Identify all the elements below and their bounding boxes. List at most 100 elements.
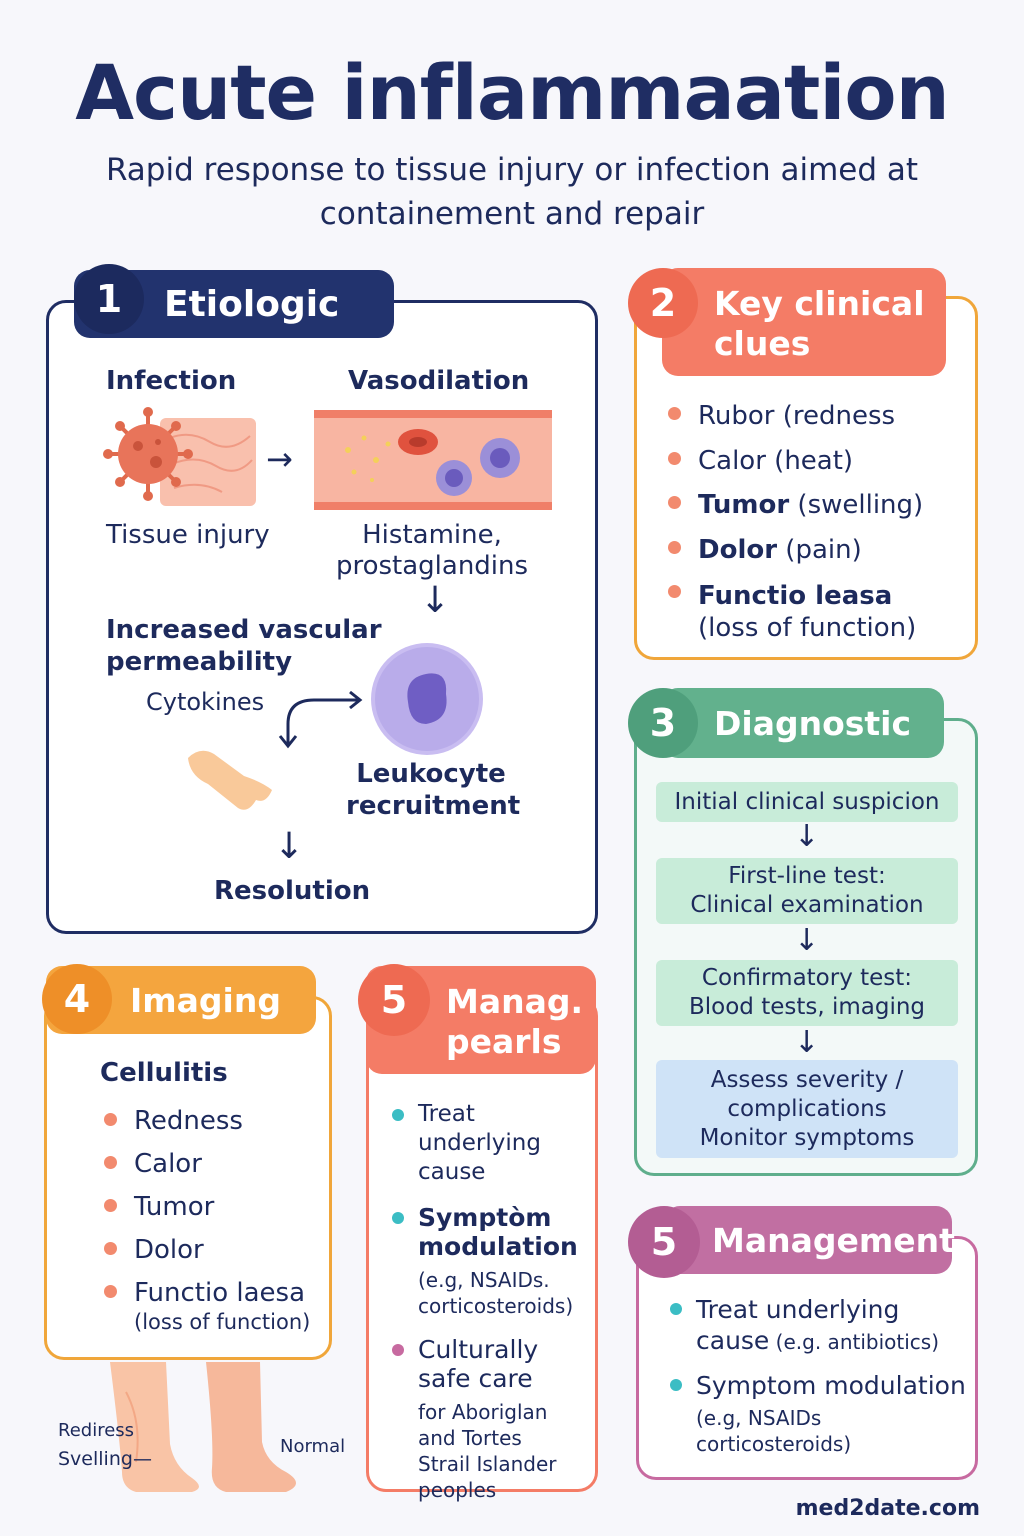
imaging-title: Imaging [130,980,281,1020]
infection-label: Infection [106,366,237,396]
clue-term: Dolor [698,534,778,565]
list-item: Dolor [102,1229,305,1272]
clinical-clues-title-line-1: Key clinical [714,284,925,323]
list-item: Symptom modulation (e.g, NSAIDs corticos… [666,1370,970,1457]
manag-pearls-list: Treat underlying cause Symptòm modulatio… [388,1100,594,1503]
pearl-detail: Strail Islander [418,1452,557,1476]
clue-detail: (swelling) [789,490,924,520]
step-text: First-line test: [728,863,886,889]
down-arrow-icon: ↓ [794,923,820,958]
diagnostic-step-2: First-line test: Clinical examination [656,858,958,924]
page-title: Acute inflammaation [75,48,950,137]
etiologic-card [46,300,598,934]
imaging-item: Redness [134,1106,243,1136]
list-item: Functio leasa (loss of function) [666,572,923,644]
list-item: Calor [102,1143,305,1186]
clinical-clues-title-line-2: clues [714,324,811,363]
imaging-number-badge: 4 [42,964,112,1034]
leg-label-normal: Normal [280,1436,346,1457]
permeability-line-1: Increased vascular [106,615,382,645]
list-item: Calor (heat) [666,439,923,484]
step-text: Clinical examination [690,892,924,918]
management-title: Management [712,1220,955,1260]
diagnostic-number-badge: 3 [628,688,698,758]
management-detail: (e.g, NSAIDs [696,1406,822,1430]
site-footer[interactable]: med2date.com [795,1496,980,1521]
clue-term: Tumor [698,490,790,520]
leg-label-swelling: Svelling— [58,1448,152,1470]
imaging-note: (loss of function) [134,1310,311,1334]
clue-term: Rubor (redness [698,401,896,431]
manag-pearls-number-badge: 5 [358,964,430,1036]
management-text: Treat underlying [696,1295,900,1324]
leader-line-icon: — [132,1448,152,1470]
pearl-detail: peoples [418,1478,497,1502]
diagnostic-step-1: Initial clinical suspicion [656,782,958,822]
diagnostic-step-4: Assess severity / complications Monitor … [656,1060,958,1158]
step-text: complications [727,1095,887,1122]
management-text: Symptom modulation [696,1371,966,1400]
tissue-fragment-illustration [188,750,272,810]
pearl-detail: corticosteroids) [418,1294,574,1318]
imaging-list: Redness Calor Tumor Dolor Functio laesa [102,1100,305,1315]
list-item: Culturally safe care for Aboriglan and T… [388,1335,594,1503]
page-subtitle: Rapid response to tissue injury or infec… [105,152,919,232]
down-arrow-icon: ↓ [274,826,305,867]
list-item: Treat underlying cause [388,1100,594,1187]
pearl-text: Symptòm [418,1203,552,1232]
imaging-item: Dolor [134,1235,204,1265]
resolution-label: Resolution [214,876,371,906]
permeability-line-2: permeability [106,647,293,677]
imaging-heading: Cellulitis [100,1058,228,1088]
leukocyte-line-2: recruitment [346,791,521,821]
pearl-detail: and Tortes [418,1426,522,1450]
pearl-text: safe care [418,1364,533,1393]
step-text: Confirmatory test: [701,965,913,991]
list-item: Symptòm modulation (e.g, NSAIDs. cortico… [388,1203,594,1319]
list-item: Redness [102,1100,305,1143]
leukocyte-label: Leukocyte recruitment [346,758,521,822]
diagnostic-header: Diagnostic [662,688,944,758]
list-item: Tumor (swelling) [666,483,923,528]
leukocyte-icon [371,643,483,755]
clinical-clues-number-badge: 2 [628,268,698,338]
management-text: cause [696,1326,770,1355]
vessel-illustration [314,410,552,510]
pearl-text: modulation [418,1232,578,1261]
step-text: Initial clinical suspicion [674,788,940,815]
tissue-injury-label: Tissue injury [106,520,270,550]
imaging-item: Calor [134,1149,202,1179]
red-blood-cell-icon [398,429,438,455]
vasodilation-label: Vasodilation [348,366,530,396]
virus-icon [103,407,193,501]
clue-detail: (loss of function) [698,613,917,643]
permeability-label: Increased vascular permeability [106,614,382,678]
clue-term: Calor (heat) [698,445,854,476]
right-arrow-icon: → [266,440,293,478]
step-text: Assess severity / [710,1066,904,1093]
management-card [636,1236,978,1480]
pearl-text: cause [418,1159,486,1185]
leg-label-swelling-text: Svelling [58,1448,133,1470]
manag-pearls-card [366,996,598,1492]
step-text: Blood tests, imaging [688,994,926,1020]
imaging-card [44,996,332,1360]
mediators-line-1: Histamine, [362,520,502,550]
legs-illustration [110,1362,296,1492]
pearl-detail: (e.g, NSAIDs. [418,1268,550,1292]
imaging-item: Tumor [134,1192,215,1222]
clue-term: Functio leasa [698,581,893,611]
manag-pearls-title-line-1: Manag. [446,982,584,1021]
list-item: Treat underlying cause (e.g. antibiotics… [666,1294,970,1356]
etiologic-title: Etiologic [164,283,340,325]
management-number-badge: 5 [628,1206,700,1278]
pearl-text: Treat underlying [418,1101,541,1156]
down-arrow-icon: ↓ [794,819,820,854]
management-list: Treat underlying cause (e.g. antibiotics… [666,1294,970,1457]
diagnostic-step-3: Confirmatory test: Blood tests, imaging [656,960,958,1026]
clinical-clues-header: Key clinical clues [662,268,946,376]
down-arrow-icon: ↓ [420,580,451,621]
management-detail: corticosteroids) [696,1432,852,1456]
mediators-line-2: prostaglandins [335,551,529,581]
virus-tissue-illustration [103,407,256,506]
